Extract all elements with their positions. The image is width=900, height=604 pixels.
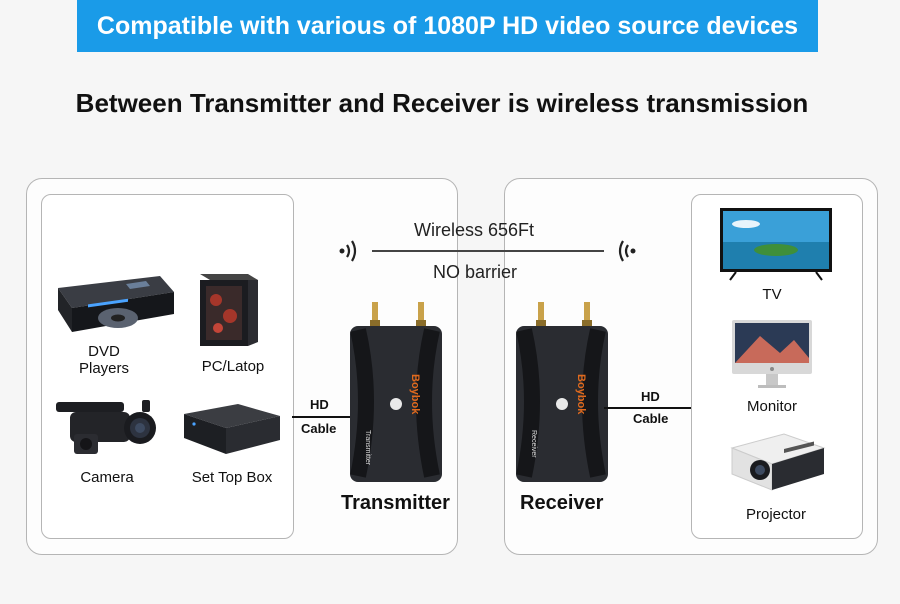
signal-out-icon [338,238,362,264]
transmitter-device: Boybok Transmitter [344,300,444,485]
projector-label: Projector [745,506,807,523]
svg-text:Boybok: Boybok [575,374,587,415]
dvd-player-image [48,266,178,340]
monitor-image [730,318,814,390]
source-devices-box [41,194,294,539]
camera-label: Camera [80,469,134,486]
set-top-box-image [180,400,284,460]
tv-label: TV [762,286,782,303]
pc-tower-image [190,270,266,348]
receiver-device: Boybok Receiver [510,300,610,485]
pc-label: PC/Latop [201,358,265,375]
camera-image [52,398,164,460]
left-cable-hd: HD [310,397,329,412]
wireless-note: NO barrier [433,262,518,282]
wireless-distance: Wireless 656Ft [414,220,535,240]
tv-image [718,206,834,282]
right-cable-hd: HD [641,389,660,404]
right-cable-text: Cable [633,411,669,426]
monitor-label: Monitor [746,398,798,415]
signal-in-icon [613,238,637,264]
left-cable-line [292,416,350,418]
set-top-box-label: Set Top Box [191,469,273,486]
dvd-label: DVD Players [78,343,130,377]
right-cable-line [604,407,691,409]
wireless-line [372,250,604,252]
transmitter-label: Transmitter [341,492,450,514]
headline: Between Transmitter and Receiver is wire… [75,88,809,118]
svg-text:Receiver: Receiver [530,430,537,458]
left-cable-text: Cable [301,421,337,436]
svg-text:Boybok: Boybok [409,374,421,415]
receiver-label: Receiver [520,492,604,514]
svg-text:Transmitter: Transmitter [364,430,371,466]
projector-image [724,430,828,498]
banner: Compatible with various of 1080P HD vide… [77,0,818,52]
